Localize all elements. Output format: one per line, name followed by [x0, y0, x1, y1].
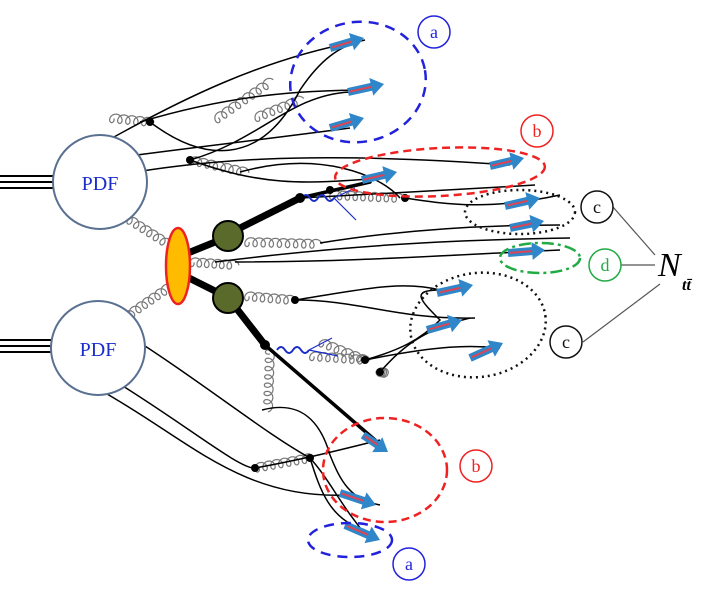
multiplicity-label: N tt̄ [657, 247, 692, 294]
jet-arrow [509, 214, 545, 233]
pdf-blob-lower: PDF [50, 300, 146, 396]
jet-arrow [507, 242, 546, 261]
pdf-label-upper: PDF [82, 173, 119, 195]
gluon-lines [108, 77, 405, 473]
svg-text:a: a [405, 554, 413, 574]
jet-arrow [436, 279, 474, 297]
region-label-c-upper: c [580, 190, 614, 224]
gluon-line [188, 257, 240, 270]
antitop-quark-blob [212, 282, 244, 314]
jet-arrow [468, 340, 504, 362]
region-label-a-lower: a [392, 547, 426, 581]
region-label-d: d [588, 248, 622, 282]
photon-lines [276, 187, 357, 357]
svg-text:d: d [601, 255, 610, 275]
svg-text:c: c [562, 332, 570, 352]
vertex [306, 454, 314, 462]
vertex [376, 368, 384, 376]
region-d-outline [498, 241, 582, 275]
vertex [295, 193, 305, 203]
top-quark-blob [212, 220, 244, 252]
region-b-lower-outline [321, 416, 449, 524]
gluon-line [243, 291, 297, 305]
jet-arrow [361, 166, 397, 184]
region-label-a-upper: a [417, 15, 451, 49]
pdf-label-lower: PDF [80, 339, 117, 361]
region-c-upper-outline [463, 188, 577, 236]
gluon-line [244, 237, 323, 249]
hard-scatter-blob [164, 226, 192, 306]
region-a-upper-outline [288, 20, 428, 144]
top-quark-lines [179, 180, 377, 442]
svg-text:b: b [533, 121, 542, 141]
connector-lines [582, 206, 661, 343]
jet-arrow [338, 489, 377, 510]
svg-text:b: b [472, 456, 481, 476]
vertex [146, 118, 154, 126]
region-label-b-upper: b [520, 114, 554, 148]
svg-text:c: c [593, 197, 601, 217]
region-label-b-lower: b [459, 449, 493, 483]
gluon-line [119, 212, 173, 247]
gluon-line [254, 95, 305, 123]
jet-arrow [343, 521, 380, 544]
multiplicity-symbol: N [657, 247, 683, 284]
jet-arrow [504, 192, 540, 210]
multiplicity-subscript: tt̄ [682, 277, 692, 294]
gluon-line [263, 349, 275, 413]
region-c-lower-outline [409, 271, 547, 379]
vertex [326, 186, 334, 194]
region-a-lower-outline [306, 521, 394, 559]
region-label-c-lower: c [549, 325, 583, 359]
gluon-line [108, 113, 155, 127]
pdf-blob-upper: PDF [52, 134, 148, 230]
jet-arrow [360, 431, 389, 453]
gluon-line [375, 367, 389, 378]
vertex [186, 156, 194, 164]
vertex [291, 296, 299, 304]
gluon-line [188, 156, 250, 176]
gluon-line [214, 77, 274, 124]
jet-arrow [489, 152, 525, 170]
jet-arrow [347, 78, 385, 96]
jet-arrow [425, 314, 463, 334]
jet-arrows [328, 33, 546, 544]
vertex [361, 356, 369, 364]
svg-text:a: a [430, 22, 438, 42]
region-outlines [288, 20, 582, 559]
vertex [251, 464, 259, 472]
jet-arrow [328, 113, 364, 132]
beam-lines [0, 175, 55, 353]
vertex [260, 340, 270, 350]
jet-arrow [328, 33, 364, 52]
region-b-upper-outline [333, 146, 547, 198]
